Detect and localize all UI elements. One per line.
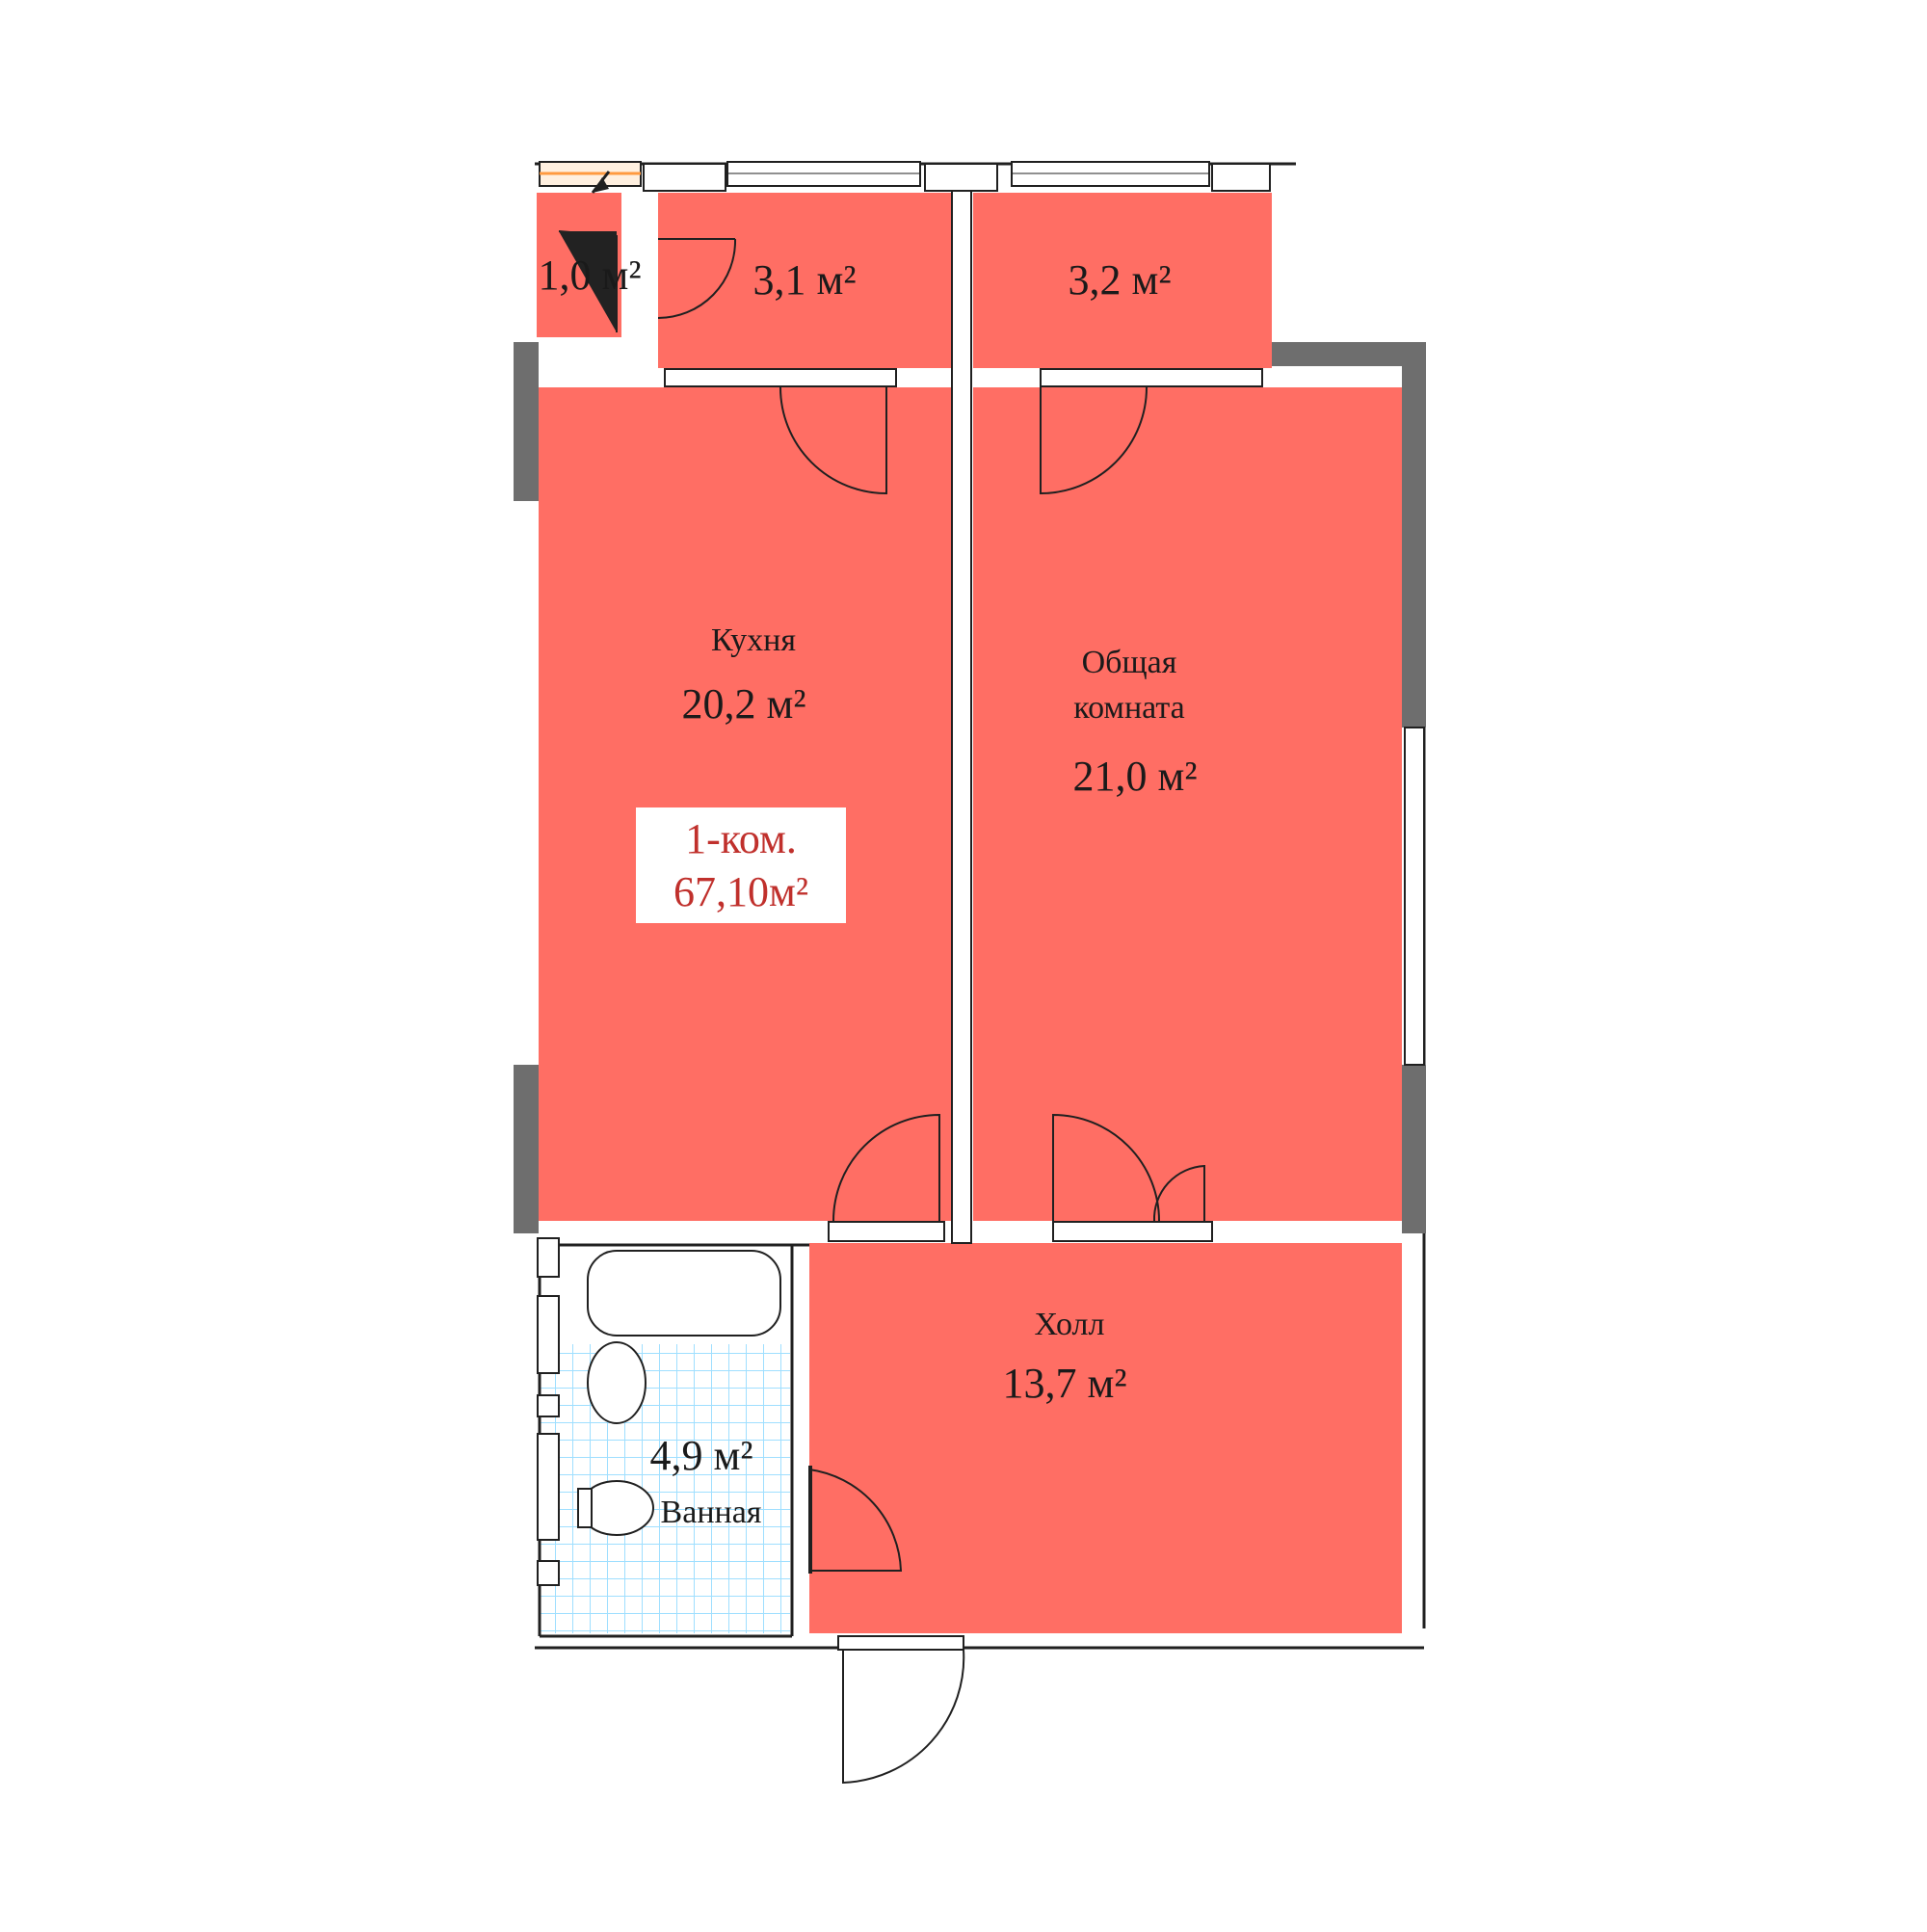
- partition-right-top: [1211, 163, 1271, 192]
- door-living-top: [1040, 386, 1148, 495]
- door-kitchen-bottom: [832, 1113, 940, 1222]
- living-name-line1-label: Общая: [1082, 645, 1177, 680]
- room-fills: [537, 193, 1402, 1633]
- bathroom-zone: [538, 1243, 809, 1638]
- bathtub: [587, 1250, 781, 1337]
- hall-area-label: 13,7 м²: [1002, 1360, 1126, 1407]
- storage-small-area-label: 1,0 м²: [538, 251, 641, 299]
- storage-corner-mark: [559, 231, 617, 332]
- living-area-label: 21,0 м²: [1072, 753, 1197, 800]
- door-kitchen-top: [779, 386, 887, 495]
- door-living-bottom: [1052, 1113, 1160, 1222]
- room-living: [973, 387, 1402, 1221]
- room-loggia-1: [658, 193, 952, 368]
- door-loggia-1: [657, 238, 737, 319]
- sink: [587, 1341, 647, 1424]
- door-living-bottom-leaf: [1152, 1164, 1205, 1222]
- partition-left-top: [643, 163, 726, 192]
- room-kitchen: [539, 387, 951, 1221]
- outer-walls: [514, 342, 1426, 1233]
- loggia-1-area-label: 3,1 м²: [752, 256, 856, 304]
- room-hall: [809, 1243, 1402, 1633]
- bathroom-outer-wall: [537, 1237, 560, 1586]
- wall-right-side-lower: [1402, 1065, 1426, 1233]
- door-entrance: [842, 1649, 965, 1785]
- apartment-badge-box: [636, 807, 846, 923]
- apartment-total-area-label: 67,10м²: [673, 868, 808, 915]
- wall-gaps: [664, 368, 1263, 1651]
- wall-left-upper: [514, 342, 539, 501]
- wall-right-upper: [1267, 342, 1426, 366]
- wall-left-lower: [514, 1065, 539, 1233]
- partition-top-gap: [924, 163, 998, 192]
- apartment-type-label: 1-ком.: [685, 815, 797, 862]
- toilet-tank: [577, 1488, 593, 1528]
- kitchen-name-label: Кухня: [711, 622, 796, 658]
- wall-right-side-upper: [1402, 342, 1426, 728]
- hall-name-label: Холл: [1035, 1307, 1105, 1342]
- bathroom-area-label: 4,9 м²: [649, 1432, 752, 1479]
- kitchen-area-label: 20,2 м²: [681, 680, 805, 728]
- partition-kitchen-living: [951, 187, 972, 1244]
- door-bathroom: [808, 1469, 903, 1572]
- living-name-line2-label: комната: [1073, 690, 1184, 726]
- loggia-2-area-label: 3,2 м²: [1068, 256, 1171, 304]
- windows: [539, 161, 1425, 1066]
- bathroom-name-label: Ванная: [661, 1495, 762, 1530]
- room-loggia-2: [973, 193, 1272, 368]
- apartment-badge: 1-ком. 67,10м²: [636, 807, 846, 923]
- window-right-side: [1404, 727, 1425, 1066]
